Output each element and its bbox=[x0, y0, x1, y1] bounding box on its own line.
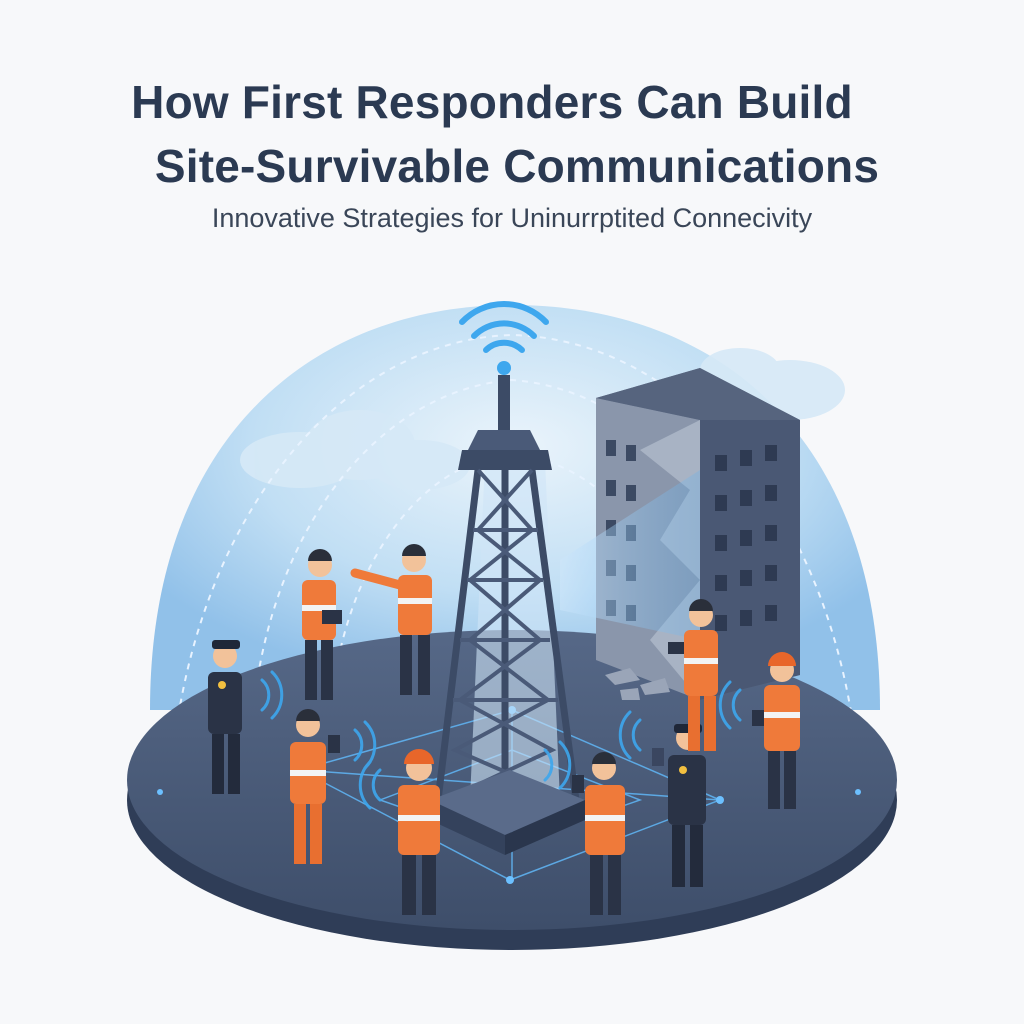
responder-tablet-1 bbox=[302, 549, 342, 700]
responder-phone-2 bbox=[572, 752, 625, 915]
clouds bbox=[240, 348, 845, 490]
damaged-building-icon bbox=[560, 368, 800, 700]
signal-waves bbox=[260, 670, 742, 810]
communications-scene bbox=[127, 301, 897, 950]
responder-figures bbox=[208, 544, 800, 915]
responder-tablet-2 bbox=[668, 599, 718, 751]
responder-helmet-2 bbox=[752, 652, 800, 809]
responder-pointing bbox=[350, 544, 432, 695]
title-line-2: Site-Survivable Communications bbox=[154, 140, 880, 192]
responder-helmet-1 bbox=[398, 749, 440, 915]
page-subtitle: Innovative Strategies for Uninurrptited … bbox=[211, 203, 813, 233]
title-line-1: How First Responders Can Build bbox=[131, 76, 853, 128]
police-officer-1 bbox=[208, 640, 242, 794]
cell-tower-icon bbox=[430, 375, 585, 855]
responder-phone-1 bbox=[290, 709, 340, 864]
wifi-signal-icon bbox=[459, 301, 549, 375]
illustration bbox=[0, 280, 1024, 1000]
rubble bbox=[605, 668, 670, 700]
page-title: How First Responders Can Build Site-Surv… bbox=[0, 70, 1024, 198]
